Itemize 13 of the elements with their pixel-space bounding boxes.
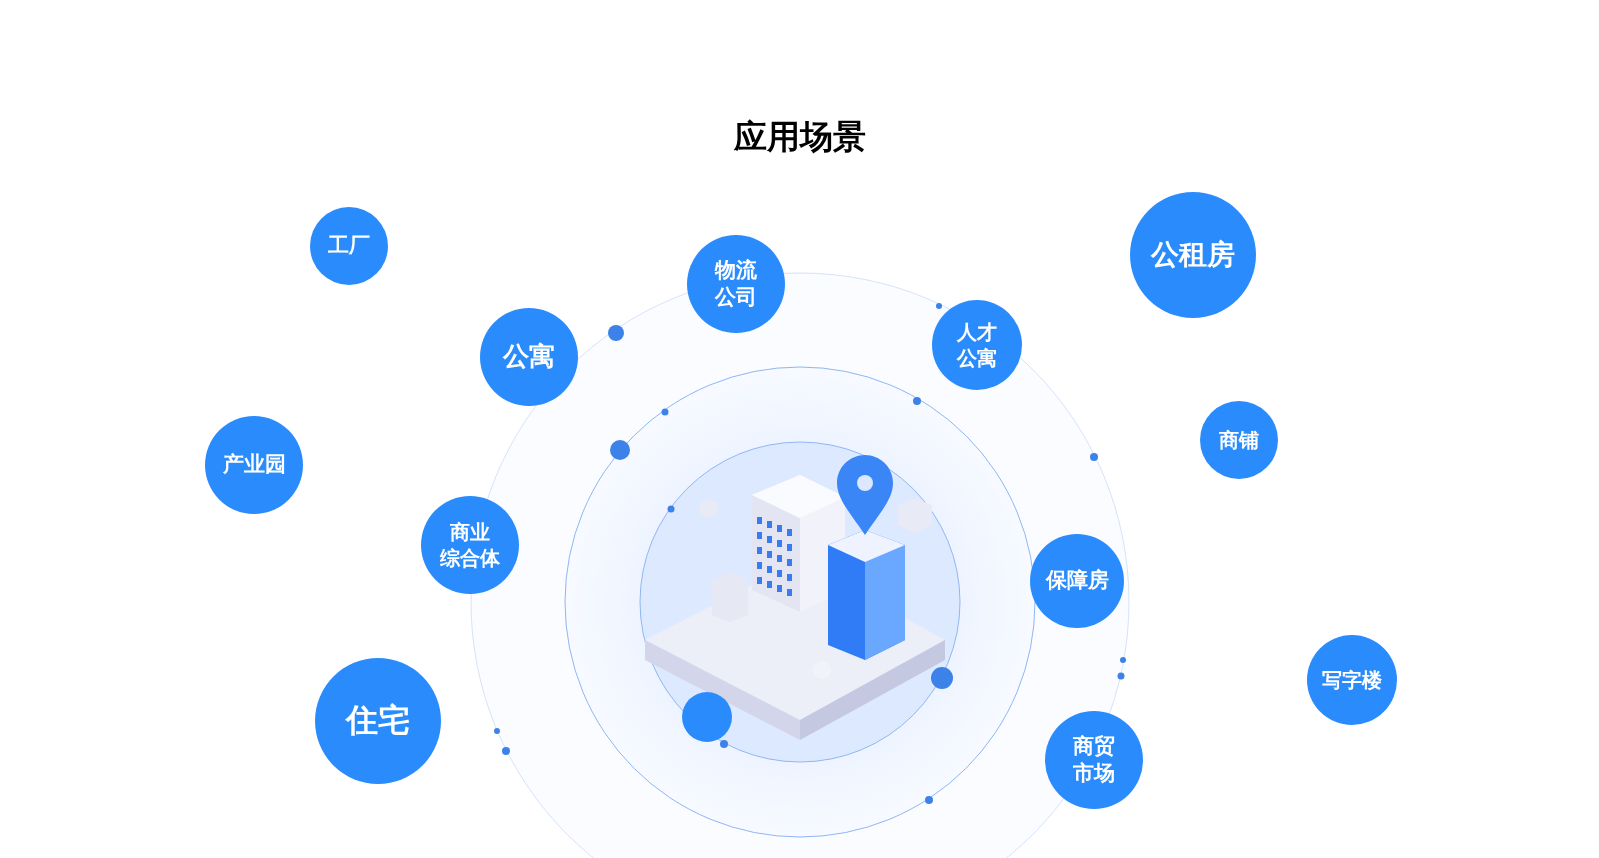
title: 应用场景 [732,116,867,158]
scene-label: 住宅 [346,700,410,742]
scene-label: 商铺 [1219,427,1259,453]
scene-label: 人才公寓 [957,319,997,371]
scene-label: 公租房 [1151,236,1235,273]
scene-label: 产业园 [222,451,286,479]
scene-label: 保障房 [1045,567,1109,595]
scene-label: 商贸市场 [1073,732,1115,787]
scene-label: 工厂 [328,232,370,260]
scene-label: 公寓 [503,340,555,374]
scene-label: 商业综合体 [440,519,500,571]
scene-label: 物流公司 [715,256,757,311]
scene-label: 写字楼 [1322,667,1382,693]
